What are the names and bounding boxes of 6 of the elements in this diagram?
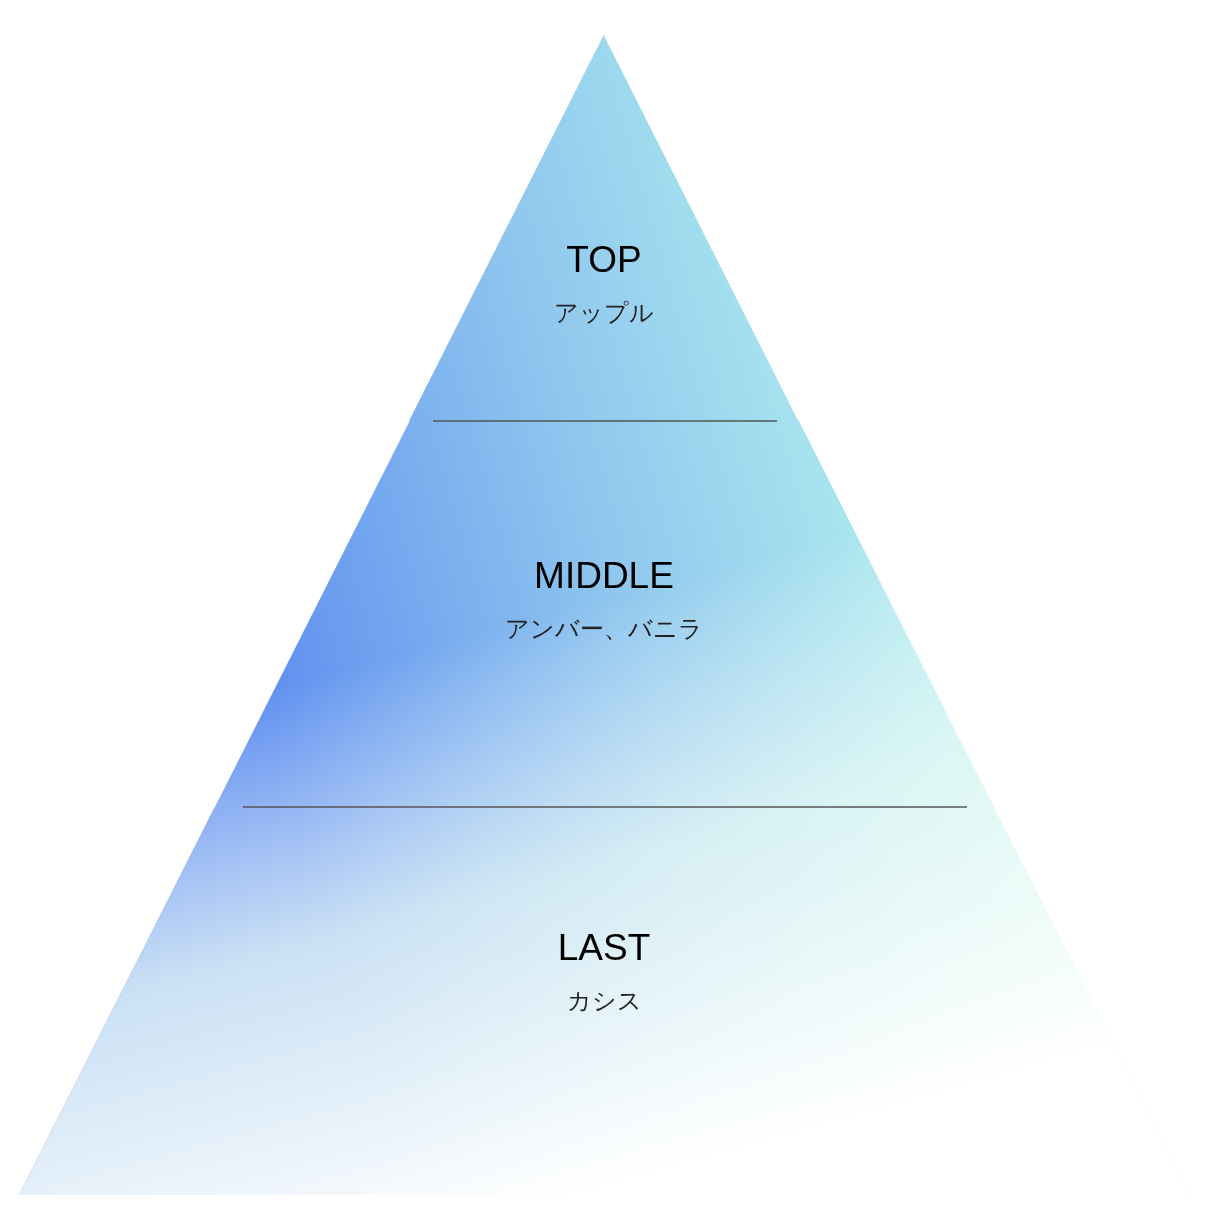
- tier-title: MIDDLE: [534, 554, 674, 598]
- note-text: アップル: [554, 298, 654, 328]
- note-text: カシス: [566, 986, 642, 1016]
- tier-title: TOP: [566, 238, 642, 282]
- tier-title: LAST: [557, 926, 651, 970]
- note-text: アンバー、バニラ: [505, 614, 703, 644]
